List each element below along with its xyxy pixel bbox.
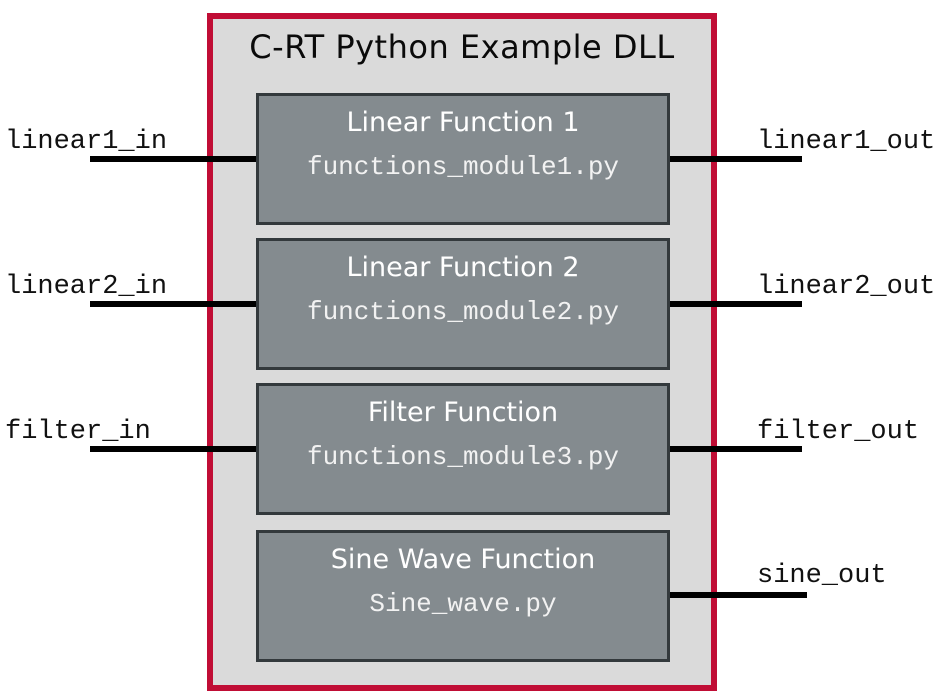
port-label-linear1-in: linear1_in (5, 127, 168, 157)
port-label-filter-out: filter_out (757, 417, 920, 447)
port-label-linear2-in: linear2_in (5, 272, 168, 302)
block-title: Filter Function (367, 397, 559, 428)
function-block-filter: Filter Function functions_module3.py (256, 383, 670, 515)
block-module-file: functions_module3.py (306, 442, 620, 472)
wire-sine-out (668, 592, 807, 598)
block-module-file: functions_module1.py (306, 152, 620, 182)
port-label-linear1-out: linear1_out (757, 127, 936, 157)
diagram-title: C-RT Python Example DLL (249, 28, 675, 66)
port-label-sine-out: sine_out (757, 561, 887, 591)
function-block-sine: Sine Wave Function Sine_wave.py (256, 530, 670, 662)
wire-linear2-out (668, 301, 802, 307)
wire-linear1-in (90, 156, 258, 162)
wire-linear2-in (90, 301, 258, 307)
block-module-file: Sine_wave.py (369, 589, 557, 619)
function-block-linear1: Linear Function 1 functions_module1.py (256, 93, 670, 225)
block-title: Linear Function 2 (346, 252, 580, 283)
block-title: Sine Wave Function (330, 544, 596, 575)
wire-filter-out (668, 446, 802, 452)
function-block-linear2: Linear Function 2 functions_module2.py (256, 238, 670, 370)
block-module-file: functions_module2.py (306, 297, 620, 327)
wire-filter-in (90, 446, 258, 452)
port-label-linear2-out: linear2_out (757, 272, 936, 302)
block-title: Linear Function 1 (346, 107, 580, 138)
wire-linear1-out (668, 156, 802, 162)
port-label-filter-in: filter_in (5, 417, 151, 447)
